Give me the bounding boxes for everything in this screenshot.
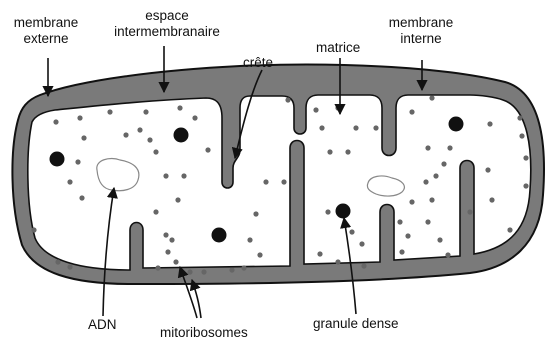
mitoribosome xyxy=(335,259,340,264)
mitoribosome xyxy=(107,109,112,114)
mitoribosome xyxy=(359,241,364,246)
label-inner-membrane-line1: membrane xyxy=(376,15,466,31)
label-inner-membrane: membrane interne xyxy=(376,15,466,47)
mitoribosome xyxy=(425,219,430,224)
mitoribosome xyxy=(327,149,332,154)
mitoribosome xyxy=(285,97,290,102)
mitoribosome xyxy=(201,269,206,274)
label-inner-membrane-line2: interne xyxy=(376,31,466,47)
mitoribosome xyxy=(263,179,268,184)
mitoribosome xyxy=(523,183,528,188)
mitoribosome xyxy=(319,125,324,130)
mitoribosome xyxy=(187,269,192,274)
mitoribosome xyxy=(373,125,378,130)
mitoribosome xyxy=(143,109,148,114)
mitoribosome xyxy=(445,252,450,257)
mitoribosome xyxy=(181,173,186,178)
mitoribosome xyxy=(192,115,197,120)
mitoribosome xyxy=(241,265,246,270)
dense-granule xyxy=(50,152,65,167)
mitoribosome xyxy=(155,265,160,270)
arrow-mitoribosome-2 xyxy=(192,280,201,318)
mitoribosome xyxy=(423,179,428,184)
mitoribosome xyxy=(429,95,434,100)
label-dna: ADN xyxy=(88,317,117,333)
mitoribosome xyxy=(53,119,58,124)
mitoribosome xyxy=(313,107,318,112)
mitoribosome xyxy=(153,209,158,214)
label-crista: crête xyxy=(243,55,273,71)
mitoribosome xyxy=(317,251,322,256)
mitoribosome xyxy=(229,267,234,272)
mitoribosome xyxy=(487,121,492,126)
label-outer-membrane: membrane externe xyxy=(6,15,86,47)
mitoribosome xyxy=(79,195,84,200)
mitoribosome xyxy=(205,147,210,152)
mitoribosome xyxy=(519,133,524,138)
mitoribosome xyxy=(163,232,168,237)
mitoribosome xyxy=(175,197,180,202)
mitoribosome xyxy=(523,155,528,160)
label-intermembrane-line1: espace xyxy=(104,8,230,24)
mitoribosome xyxy=(425,145,430,150)
dense-granule xyxy=(449,117,464,132)
mitoribosome xyxy=(31,227,36,232)
mitoribosome xyxy=(433,173,438,178)
mitoribosome xyxy=(247,237,252,242)
dense-granule xyxy=(336,204,351,219)
mitoribosome xyxy=(429,197,434,202)
mitoribosome xyxy=(153,149,158,154)
mitoribosome xyxy=(489,197,494,202)
label-outer-membrane-line2: externe xyxy=(6,31,86,47)
label-mitoribosomes: mitoribosomes xyxy=(160,325,248,341)
mitoribosome xyxy=(399,249,404,254)
mitoribosome xyxy=(169,237,174,242)
mitoribosome xyxy=(405,233,410,238)
mitoribosome xyxy=(325,209,330,214)
mitoribosome xyxy=(75,159,80,164)
label-dense-granule: granule dense xyxy=(313,316,399,332)
mitoribosome xyxy=(467,209,472,214)
mitoribosome xyxy=(81,135,86,140)
mitoribosome xyxy=(441,161,446,166)
mitoribosome xyxy=(137,127,142,132)
mitoribosome xyxy=(253,211,258,216)
dense-granule xyxy=(212,228,227,243)
mitoribosome xyxy=(55,259,60,264)
mitoribosome xyxy=(409,109,414,114)
mitoribosome xyxy=(397,219,402,224)
mitoribosome xyxy=(349,229,354,234)
mitoribosome xyxy=(177,105,182,110)
mitoribosome xyxy=(345,149,350,154)
mitoribosome xyxy=(67,179,72,184)
label-outer-membrane-line1: membrane xyxy=(6,15,86,31)
mitoribosome xyxy=(281,179,286,184)
mitoribosome xyxy=(173,259,178,264)
mitoribosome xyxy=(165,249,170,254)
mitoribosome xyxy=(67,264,72,269)
mitoribosome xyxy=(147,137,152,142)
mitoribosome xyxy=(163,173,168,178)
label-intermembrane-space: espace intermembranaire xyxy=(104,8,230,40)
mitoribosome xyxy=(437,237,442,242)
mitoribosome xyxy=(517,115,522,120)
label-intermembrane-line2: intermembranaire xyxy=(104,24,230,40)
mitoribosome xyxy=(257,252,262,257)
mitoribosome xyxy=(485,167,490,172)
mitoribosome xyxy=(123,132,128,137)
mitoribosome xyxy=(447,145,452,150)
mitoribosome xyxy=(409,199,414,204)
mitoribosome xyxy=(361,263,366,268)
mitoribosome xyxy=(77,115,82,120)
mitoribosome xyxy=(507,227,512,232)
mitoribosome xyxy=(353,125,358,130)
dense-granule xyxy=(174,128,189,143)
label-matrix: matrice xyxy=(316,40,360,56)
